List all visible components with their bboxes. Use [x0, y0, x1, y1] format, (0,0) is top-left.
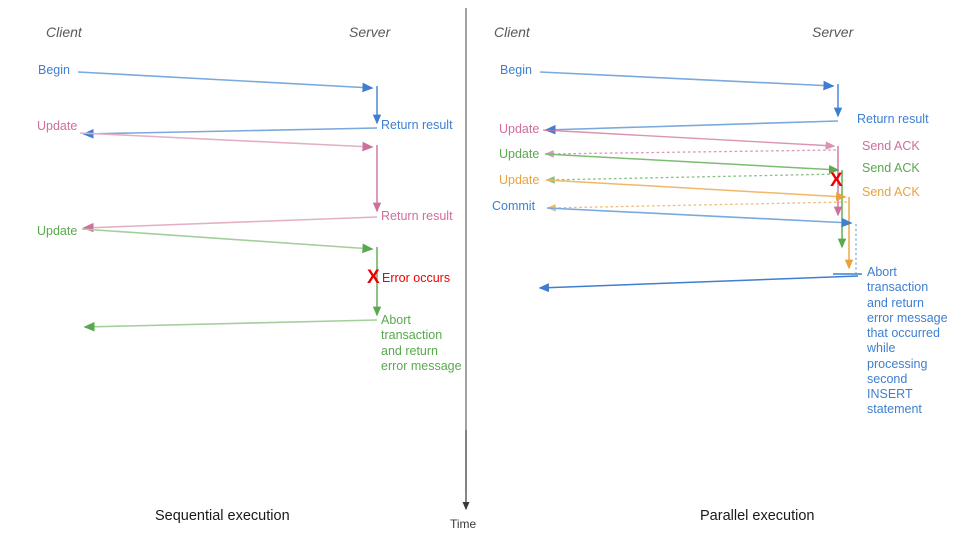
left-msg-abort-transaction: Abort transaction and return error messa… — [381, 313, 462, 373]
right-actor-client-label: Client — [494, 24, 530, 40]
right-ack-pink — [544, 149, 837, 158]
left-msg-update-green: Update — [37, 224, 78, 238]
left-arrow-abort-green — [83, 319, 378, 332]
right-msg-update-pink: Update — [499, 122, 540, 136]
left-msg-update-pink: Update — [37, 119, 78, 133]
left-arrow-begin — [77, 71, 374, 93]
right-actor-server-label: Server — [812, 24, 854, 40]
right-arrow-return-blue — [544, 120, 839, 135]
left-actor-server-label: Server — [349, 24, 391, 40]
left-arrow-update-green — [81, 228, 374, 254]
right-arrow-begin — [539, 71, 835, 91]
right-arrow-update-green — [544, 153, 840, 175]
right-arrow-update-pink — [542, 129, 836, 150]
time-axis-label: Time — [450, 517, 477, 531]
left-msg-return-result-blue: Return result — [381, 118, 453, 132]
right-msg-begin: Begin — [500, 63, 532, 77]
left-msg-return-result-pink: Return result — [381, 209, 453, 223]
left-arrow-update-pink — [79, 132, 374, 152]
right-arrow-update-orange — [545, 179, 847, 201]
right-arrow-abort-blue — [538, 275, 859, 293]
right-panel-caption: Parallel execution — [700, 508, 815, 524]
left-error-label: Error occurs — [382, 271, 451, 285]
left-arrow-return-pink — [82, 216, 378, 233]
right-ack-green — [545, 173, 841, 184]
left-actor-client-label: Client — [46, 24, 82, 40]
right-arrow-commit — [546, 207, 853, 228]
left-panel-caption: Sequential execution — [155, 508, 290, 524]
right-msg-send-ack-orange: Send ACK — [862, 185, 920, 199]
left-error-x-icon: X — [367, 267, 380, 288]
right-msg-send-ack-pink: Send ACK — [862, 139, 920, 153]
right-msg-return-result: Return result — [857, 112, 929, 126]
right-msg-abort-transaction: Abort transaction and return error messa… — [867, 265, 948, 417]
right-msg-commit: Commit — [492, 199, 536, 213]
left-panel-flows — [77, 71, 382, 332]
left-arrow-return-blue — [82, 127, 378, 139]
left-msg-begin: Begin — [38, 63, 70, 77]
right-panel-flows — [538, 71, 862, 293]
right-ack-orange — [546, 201, 848, 212]
right-msg-send-ack-green: Send ACK — [862, 161, 920, 175]
right-msg-update-orange: Update — [499, 173, 540, 187]
right-msg-update-green: Update — [499, 147, 540, 161]
right-error-x-icon: X — [830, 170, 843, 191]
